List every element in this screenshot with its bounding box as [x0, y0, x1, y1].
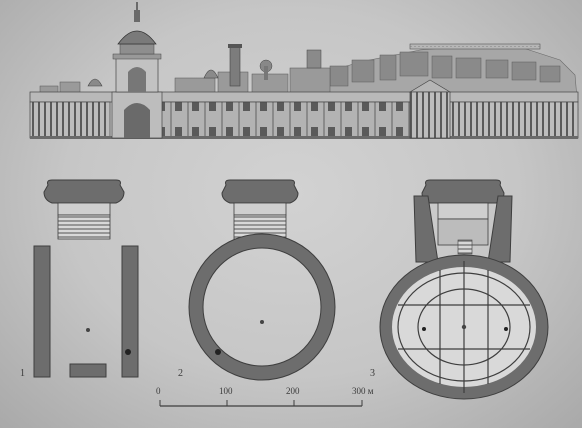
small-dome-left: [87, 78, 103, 87]
palace-facade: [159, 101, 411, 139]
domed-tower: [111, 2, 163, 139]
elevation-view: [29, 2, 579, 139]
plan-label-1: 1: [20, 368, 25, 379]
scale-tick-0: 0: [156, 386, 161, 396]
colonnade-right: [444, 101, 579, 139]
small-dome: [203, 69, 219, 79]
plan-label-3: 3: [370, 368, 375, 379]
plan-label-2: 2: [178, 368, 183, 379]
scale-bar: [159, 400, 363, 407]
plan-2-circular: [188, 179, 336, 381]
colonnade-left: [29, 101, 111, 139]
scale-tick-100: 100: [219, 386, 233, 396]
background-buildings: [299, 51, 561, 91]
portico: [409, 91, 451, 139]
plan-1-rectangular: [33, 179, 139, 378]
scale-tick-200: 200: [286, 386, 300, 396]
plan-3-trapezoid-oval: [379, 179, 549, 400]
scale-tick-300: 300 м: [352, 386, 374, 396]
bell-tower: [229, 45, 241, 87]
